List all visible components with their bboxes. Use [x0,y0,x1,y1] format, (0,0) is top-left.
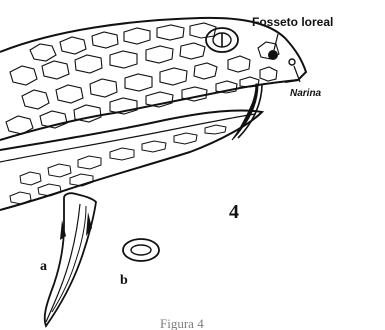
fang-cross-section [123,239,159,261]
nostril-label: Narina [290,88,322,99]
figure-caption: Figura 4 [160,316,204,330]
loreal-pit [268,50,278,60]
eye [206,28,238,52]
lower-jaw-outline [0,110,262,210]
lower-jaw-scales [10,125,226,204]
lower-jaw-inner [0,114,255,162]
section-label: b [120,273,128,288]
figure-number: 4 [229,201,239,223]
nostril [289,59,295,65]
fang-drawing [45,193,96,326]
fang-label: a [40,259,47,274]
loreal-pit-label: Fosseto loreal [252,15,333,29]
